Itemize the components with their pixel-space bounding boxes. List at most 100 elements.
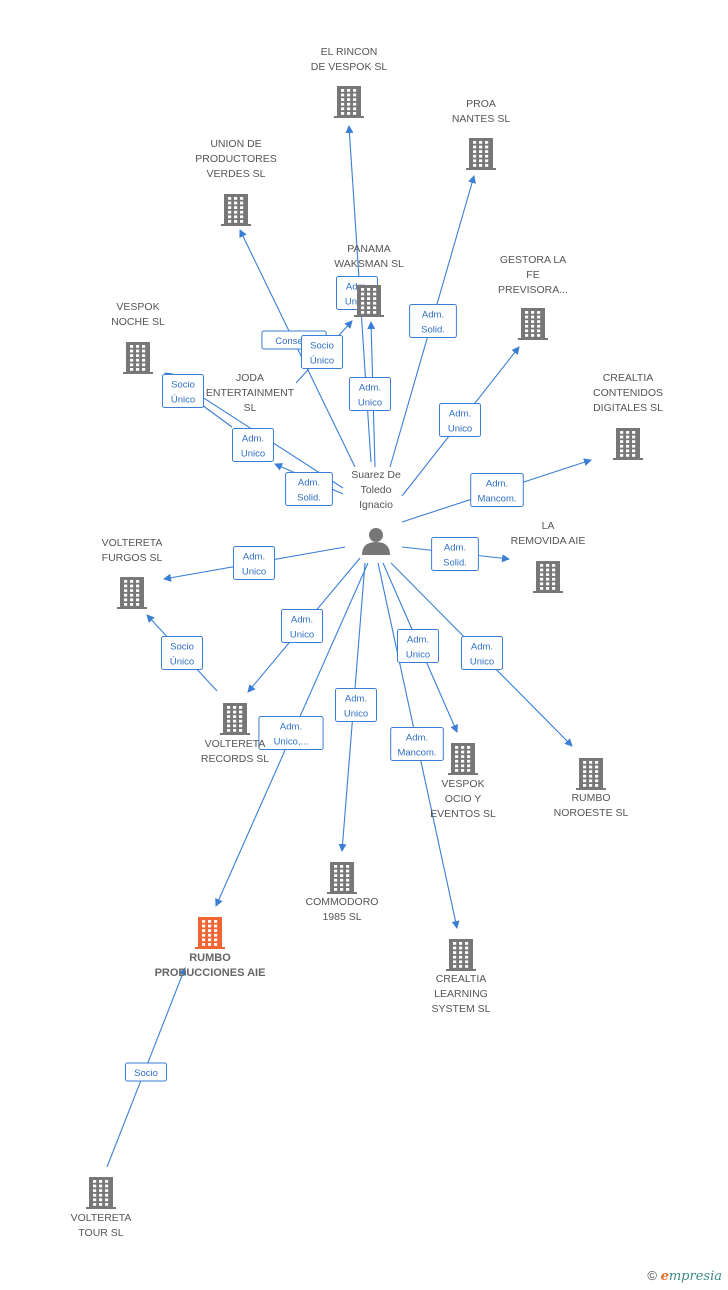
relation-label-text: Adm.Unico — [290, 615, 314, 641]
company-label-vespok-noche-line: NOCHE SL — [111, 316, 165, 328]
relation-label-crealtia-learning[interactable]: Adm.Mancom. — [390, 727, 444, 761]
company-label-crealtia-contenidos-line: CONTENIDOS — [593, 387, 663, 399]
empresia-logo: empresia — [660, 1269, 722, 1284]
company-label-gestora-fe-line: FE — [526, 269, 539, 281]
relation-label-text: Adm.Mancom. — [477, 479, 516, 505]
company-label-vespok-ocio: VESPOK OCIO Y EVENTOS SL — [430, 778, 496, 820]
relation-label-panama-waksman[interactable]: Adm.Unico — [349, 377, 391, 411]
company-label-commodoro-line: 1985 SL — [322, 911, 361, 923]
company-label-proa-nantes: PROA NANTES SL — [452, 98, 511, 125]
relation-label-text: Adm.Solid. — [443, 543, 467, 569]
rumbo-producciones-building-icon — [195, 917, 225, 949]
company-label-crealtia-contenidos-line: CREALTIA — [603, 372, 654, 384]
company-label-voltereta-furgos-line: FURGOS SL — [102, 552, 163, 564]
relation-label-voltereta-furgos[interactable]: Adm.Unico — [233, 546, 275, 580]
relation-label-vespok-noche[interactable]: Adm.Unico — [232, 428, 274, 462]
company-label-crealtia-learning-line: SYSTEM SL — [432, 1003, 491, 1015]
company-label-union-productores: UNION DE PRODUCTORES VERDES SL — [195, 138, 276, 180]
person-name-line: Suarez De — [351, 469, 401, 481]
relation-label-text: Adm.Solid. — [421, 310, 445, 336]
crealtia-contenidos-building-icon — [613, 428, 643, 460]
company-label-crealtia-contenidos: CREALTIA CONTENIDOS DIGITALES SL — [593, 372, 663, 414]
relation-label-proa-nantes[interactable]: Adm.Solid. — [409, 304, 457, 338]
relation-label-commodoro[interactable]: Adm.Unico — [335, 688, 377, 722]
company-label-vespok-noche: VESPOK NOCHE SL — [111, 301, 165, 328]
person-name-line: Toledo — [361, 484, 392, 496]
relation-label-gestora-fe[interactable]: Adm.Unico — [439, 403, 481, 437]
relation-label-text: Socio — [134, 1068, 158, 1079]
company-label-crealtia-contenidos-line: DIGITALES SL — [593, 402, 663, 414]
person-name-line: Ignacio — [359, 499, 393, 511]
voltereta-records-building-icon — [220, 703, 250, 735]
copyright-symbol: © — [647, 1268, 657, 1283]
relation-label-voltereta-records[interactable]: Adm.Unico — [281, 609, 323, 643]
panama-waksman-building-icon — [354, 285, 384, 317]
company-label-joda-line: SL — [244, 402, 257, 414]
company-label-panama-waksman-line: PANAMA — [347, 243, 391, 255]
company-label-voltereta-furgos-line: VOLTERETA — [102, 537, 163, 549]
company-label-voltereta-furgos: VOLTERETA FURGOS SL — [102, 537, 163, 564]
company-label-panama-waksman-line: WAKSMAN SL — [334, 258, 404, 270]
relation-label-text: Adm.Unico,... — [274, 722, 309, 748]
relation-label-joda[interactable]: Adm.Solid. — [285, 472, 333, 506]
company-label-rumbo-producciones-line: PRODUCCIONES AIE — [155, 967, 266, 979]
company-label-vespok-ocio-line: OCIO Y — [445, 793, 482, 805]
crealtia-learning-building-icon — [446, 939, 476, 971]
relation-label-text: Adm.Unico — [470, 642, 494, 668]
company-label-joda-line: ENTERTAINMENT — [206, 387, 295, 399]
company-label-union-productores-line: VERDES SL — [207, 168, 266, 180]
company-label-voltereta-records-line: VOLTERETA — [205, 738, 266, 750]
relation-label-la-removida[interactable]: Adm.Solid. — [431, 537, 479, 571]
company-label-vespok-ocio-line: EVENTOS SL — [430, 808, 496, 820]
vespok-noche-building-icon — [123, 342, 153, 374]
company-label-joda: JODA ENTERTAINMENT SL — [206, 372, 295, 414]
union-productores-building-icon — [221, 194, 251, 226]
company-label-rumbo-producciones: RUMBO PRODUCCIONES AIE — [155, 952, 266, 979]
company-label-vespok-noche-line: VESPOK — [116, 301, 159, 313]
company-label-union-productores-line: UNION DE — [210, 138, 261, 150]
company-label-gestora-fe-line: GESTORA LA — [500, 254, 566, 266]
company-label-joda-line: JODA — [236, 372, 264, 384]
company-label-proa-nantes-line: PROA — [466, 98, 496, 110]
company-label-el-rincon-line: EL RINCON — [321, 46, 378, 58]
company-label-vespok-ocio-line: VESPOK — [441, 778, 484, 790]
company-label-rumbo-producciones-line: RUMBO — [189, 952, 231, 964]
voltereta-tour-building-icon — [86, 1177, 116, 1209]
relation-label-text: Adm.Unico — [358, 383, 382, 409]
empresia-watermark: © empresia — [647, 1268, 722, 1284]
relation-label-rumbo-noroeste[interactable]: Adm.Unico — [461, 636, 503, 670]
relation-label-rumbo-producciones[interactable]: Socio — [125, 1062, 167, 1082]
company-label-proa-nantes-line: NANTES SL — [452, 113, 511, 125]
gestora-fe-building-icon — [518, 308, 548, 340]
relation-label-text: Adm.Unico — [241, 434, 265, 460]
company-label-la-removida-line: LA — [542, 520, 555, 532]
relation-label-crealtia-contenidos[interactable]: Adm.Mancom. — [470, 473, 524, 507]
voltereta-furgos-building-icon — [117, 577, 147, 609]
relation-label-rumbo-producciones[interactable]: Adm.Unico,... — [258, 716, 324, 750]
company-label-rumbo-noroeste-line: RUMBO — [571, 792, 610, 804]
vespok-ocio-building-icon — [448, 743, 478, 775]
company-label-panama-waksman: PANAMA WAKSMAN SL — [334, 243, 404, 270]
relation-label-text: Adm.Solid. — [297, 478, 321, 504]
relation-label-text: Consej... — [275, 336, 313, 347]
relation-label-vespok-ocio[interactable]: Adm.Unico — [397, 629, 439, 663]
company-label-voltereta-tour-line: VOLTERETA — [71, 1212, 132, 1224]
relation-label-text: Adm.Unico — [448, 409, 472, 435]
company-label-union-productores-line: PRODUCTORES — [195, 153, 276, 165]
la-removida-building-icon — [533, 561, 563, 593]
